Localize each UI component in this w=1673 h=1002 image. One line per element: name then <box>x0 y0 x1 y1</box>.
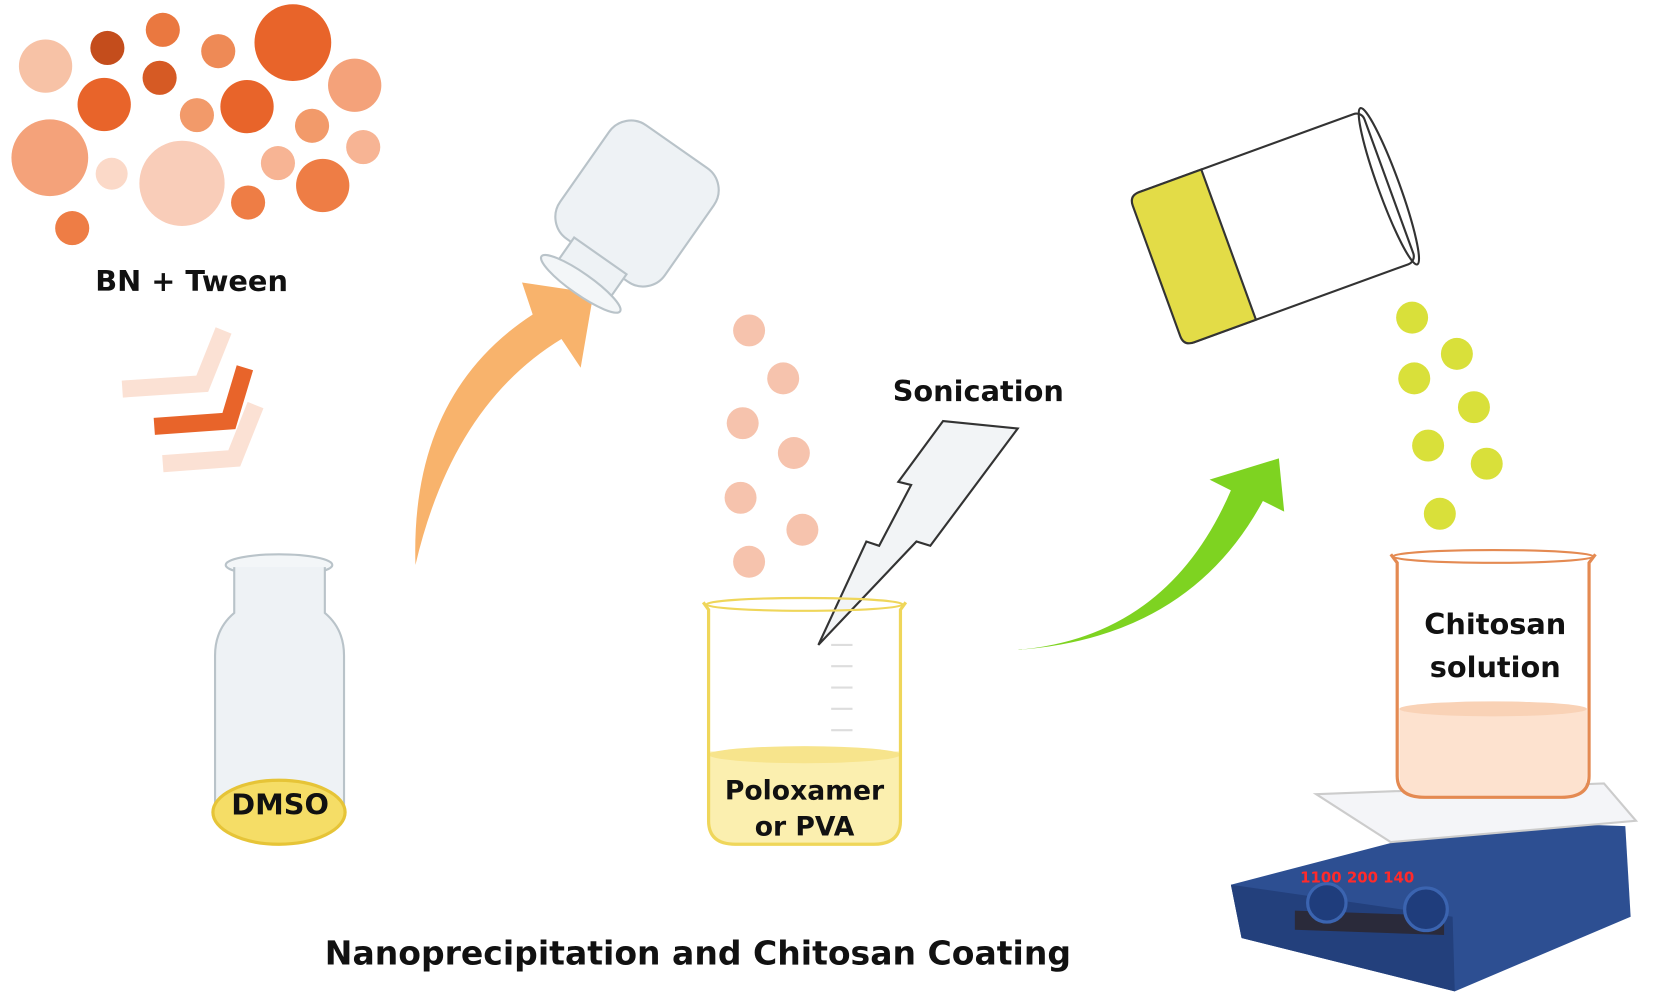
arrow-green <box>1012 458 1285 651</box>
hotplate-stirrer: 1100 200 140 <box>1230 782 1639 992</box>
bn-particle-cloud <box>11 4 382 246</box>
diagram-title: Nanoprecipitation and Chitosan Coating <box>325 934 1071 973</box>
label-poloxamer: Poloxamer <box>725 775 885 806</box>
tipped-chitosan-beaker <box>1130 107 1421 345</box>
poloxamer-beaker <box>701 596 908 846</box>
knob-right <box>1403 886 1449 933</box>
chevron-down-icon <box>121 327 264 473</box>
peach-droplets <box>724 314 819 578</box>
label-or-pva: or PVA <box>755 812 855 843</box>
chitosan-beaker <box>1389 548 1597 799</box>
yellow-droplets <box>1396 301 1503 530</box>
lightning-icon <box>817 419 1020 646</box>
label-sonication: Sonication <box>893 374 1064 408</box>
knob-left <box>1306 882 1348 924</box>
arrow-orange <box>415 282 594 565</box>
dmso-vial <box>211 553 347 846</box>
label-solution: solution <box>1430 650 1561 684</box>
label-bn-tween: BN + Tween <box>95 264 288 298</box>
label-chitosan: Chitosan <box>1424 607 1566 641</box>
tipped-vial <box>539 119 720 314</box>
hotplate-display: 1100 200 140 <box>1300 869 1414 887</box>
label-dmso: DMSO <box>231 787 329 821</box>
